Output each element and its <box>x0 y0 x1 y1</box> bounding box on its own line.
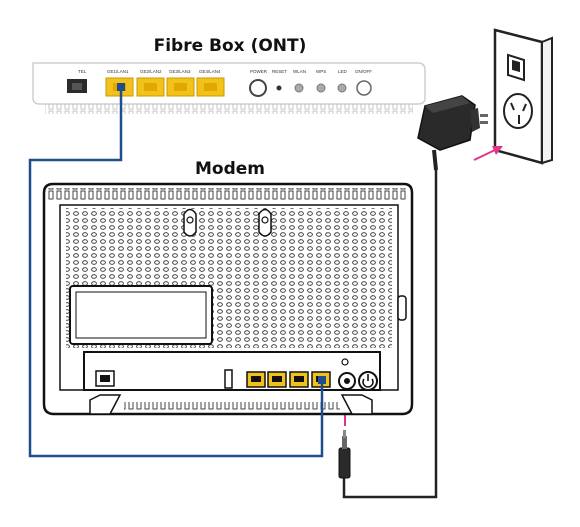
ont-label-power: POWER <box>250 69 268 74</box>
ont-label-reset: RESET <box>272 69 287 74</box>
arrow-to-outlet <box>473 146 503 161</box>
ethernet-plug-modem <box>318 376 326 384</box>
modem-title: Modem <box>194 159 265 179</box>
ont-title: Fibre Box (ONT) <box>153 36 307 56</box>
modem-phone-port <box>95 370 115 387</box>
ont-onoff-button <box>356 80 372 96</box>
power-adapter-icon <box>417 95 488 171</box>
modem-lan-port-3 <box>289 371 309 388</box>
modem-keyhole-right <box>258 208 272 237</box>
ont-label-tel: TEL <box>78 69 87 74</box>
ethernet-cable <box>28 86 324 458</box>
modem-side-button <box>397 295 407 321</box>
ont-lan2-port <box>136 77 165 97</box>
ont-vents <box>45 104 413 114</box>
modem-device <box>42 182 414 416</box>
ont-label-lan3: GE3/LAN3 <box>169 69 191 74</box>
modem-power-socket <box>338 372 356 390</box>
ont-label-wlan: WLAN <box>293 69 306 74</box>
ont-label-wps: WPS <box>316 69 326 74</box>
ont-wps-button <box>316 83 326 93</box>
modem-top-vents <box>48 188 408 200</box>
ont-label-lan4: GE4/LAN4 <box>199 69 221 74</box>
ont-lan3-port <box>166 77 195 97</box>
ont-reset-hole <box>276 85 282 91</box>
ont-label-led: LED <box>338 69 348 74</box>
ont-power-button <box>249 79 267 97</box>
modem-bottom-vents <box>124 402 340 410</box>
modem-lan-port-1 <box>246 371 266 388</box>
dc-plug-icon <box>338 430 351 479</box>
wall-outlet-icon <box>493 28 553 165</box>
ont-wlan-button <box>294 83 304 93</box>
ont-label-lan1: GE1/LAN1 <box>107 69 129 74</box>
ont-label-lan2: GE2/LAN2 <box>140 69 162 74</box>
modem-keyhole-left <box>183 208 197 237</box>
power-cable <box>342 170 438 499</box>
modem-reset-hole <box>341 358 349 366</box>
modem-lan-port-2 <box>267 371 287 388</box>
modem-usb-port <box>224 369 233 389</box>
ethernet-plug-ont <box>117 83 125 91</box>
ont-lan4-port <box>196 77 225 97</box>
ont-device: TEL GE1/LAN1 GE2/LAN2 GE3/LAN3 GE4/LAN4 <box>32 62 426 114</box>
ont-led-button <box>337 83 347 93</box>
ont-label-onoff: ON/OFF <box>355 69 372 74</box>
modem-power-button <box>358 371 378 391</box>
